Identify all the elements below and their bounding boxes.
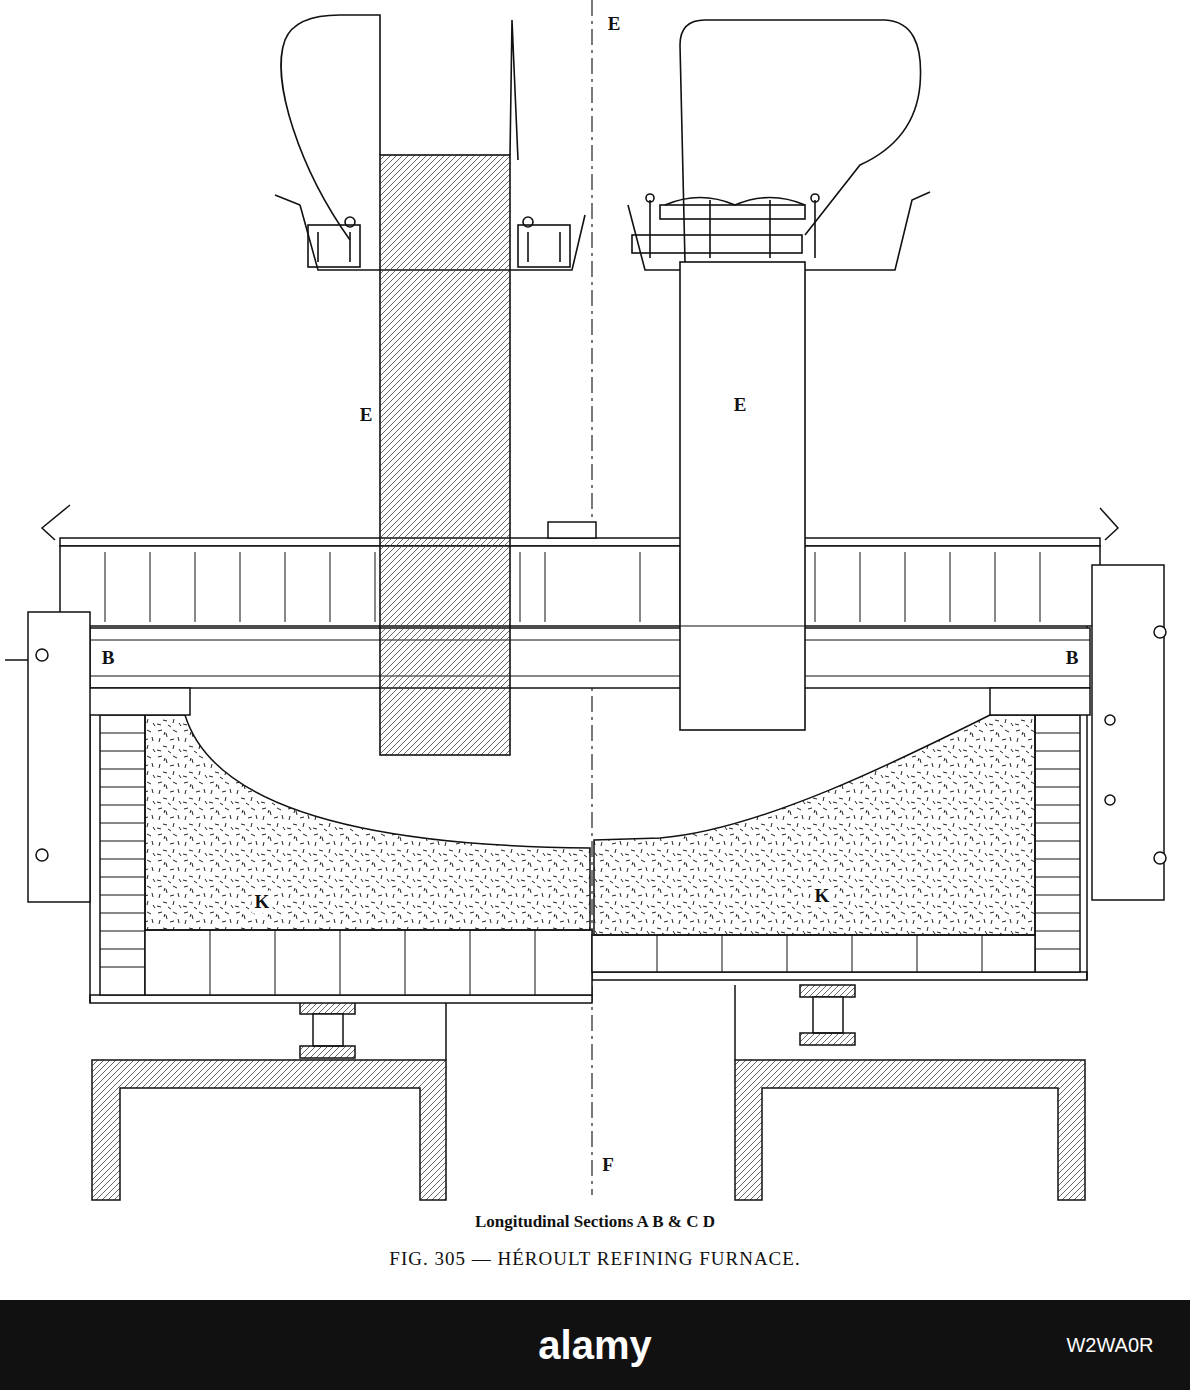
foundation-piers bbox=[92, 1060, 1085, 1200]
part-letter: F bbox=[599, 1154, 617, 1177]
watermark: alamy bbox=[538, 1323, 651, 1367]
watermark-bar bbox=[0, 1300, 1190, 1390]
part-letter: B bbox=[1063, 647, 1082, 670]
image-id: W2WA0R bbox=[1066, 1334, 1153, 1356]
part-letter: E bbox=[731, 394, 750, 417]
roof-and-beam bbox=[5, 505, 1166, 902]
part-letter: B bbox=[99, 647, 118, 670]
part-letter: E bbox=[605, 13, 624, 36]
caption: Longitudinal Sections A B & C D bbox=[475, 1213, 715, 1232]
part-letter: E bbox=[357, 404, 376, 427]
electrodes bbox=[380, 155, 805, 755]
part-letter: K bbox=[812, 885, 833, 908]
figure-title: FIG. 305 — HÉROULT REFINING FURNACE. bbox=[389, 1249, 800, 1270]
electrode-holders bbox=[275, 15, 930, 270]
part-letter: K bbox=[252, 891, 273, 914]
hearth-lining bbox=[145, 715, 1035, 935]
